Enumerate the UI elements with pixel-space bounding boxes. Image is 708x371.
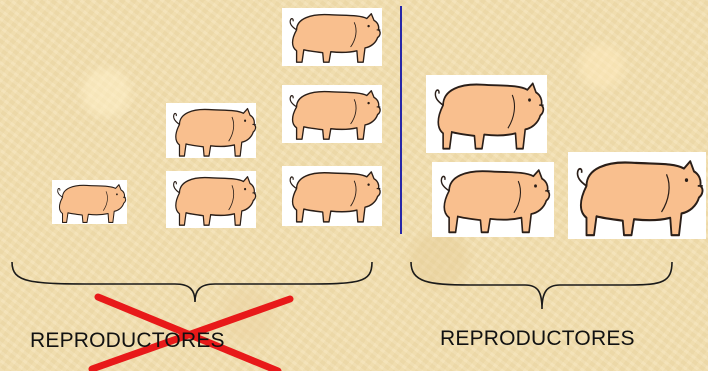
pig-icon [282, 85, 382, 143]
left-brace [12, 262, 372, 302]
left-group-label: REPRODUCTORES [30, 329, 225, 353]
pig-icon [568, 152, 706, 239]
pig-icon [166, 103, 256, 158]
pig-icon [166, 171, 256, 228]
pig-icon [52, 180, 127, 224]
right-group-label: REPRODUCTORES [440, 327, 635, 351]
pig-icon [282, 166, 382, 226]
pig-icon [432, 162, 554, 237]
right-brace [411, 262, 672, 309]
pig-icon [426, 75, 547, 153]
pig-icon [282, 8, 382, 66]
